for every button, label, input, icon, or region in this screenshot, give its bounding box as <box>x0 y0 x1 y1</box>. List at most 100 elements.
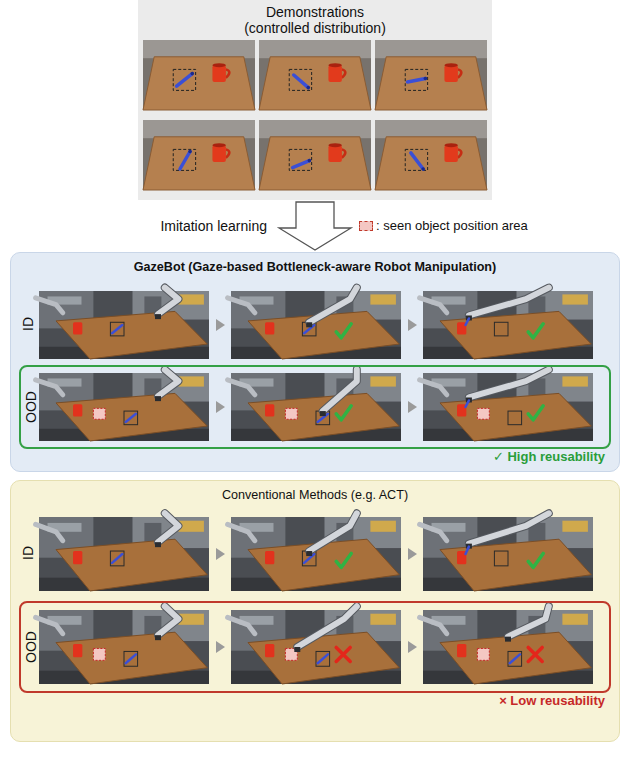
robot-arm-shadow <box>158 288 178 315</box>
object-square <box>494 551 508 566</box>
robot-arm <box>469 513 549 543</box>
shelf-box <box>562 376 588 386</box>
back-wall <box>259 120 371 138</box>
cup <box>265 551 274 564</box>
object-square <box>316 651 330 666</box>
target-square <box>289 149 311 170</box>
step-arrow <box>216 548 225 560</box>
panel-title: Demonstrations (controlled distribution) <box>239 0 391 36</box>
cup <box>265 404 274 416</box>
robot-arm-shadow <box>309 513 357 551</box>
object-square <box>316 411 330 425</box>
ood-group-box: OOD× Low reusability <box>19 601 611 693</box>
robot-arm <box>36 298 63 313</box>
robot-arm <box>420 524 447 540</box>
photo-strip <box>11 253 621 473</box>
cup-rim <box>444 63 457 67</box>
demo-photo <box>259 40 371 110</box>
pen-cap <box>308 159 312 163</box>
target-square <box>173 149 195 170</box>
cup <box>212 65 225 82</box>
demo-photo <box>143 120 255 190</box>
lab-background <box>423 610 593 684</box>
object-square <box>302 322 316 336</box>
pen <box>112 554 122 563</box>
robot-arm-shadow <box>158 606 178 635</box>
robot-arm-shadow <box>297 606 357 647</box>
back-wall <box>143 40 255 58</box>
robot-arm <box>469 370 549 398</box>
robot-arm <box>228 298 255 313</box>
shelf-box <box>370 294 396 304</box>
lab-background <box>231 291 401 359</box>
success-check <box>528 406 543 420</box>
floor <box>143 40 255 110</box>
cup-rim <box>328 63 341 67</box>
target-square <box>173 69 195 90</box>
table-top <box>375 137 487 190</box>
robot-arm <box>228 380 255 395</box>
cup <box>328 65 341 82</box>
robot-arm <box>309 288 357 323</box>
robot-arm <box>420 380 447 395</box>
step-arrow <box>408 319 417 331</box>
robot-arm <box>508 606 549 636</box>
step-arrow <box>408 641 417 653</box>
success-check <box>336 324 351 338</box>
pen <box>294 75 309 88</box>
row-label: ID <box>21 317 35 331</box>
cup <box>457 644 466 657</box>
failure-cross <box>528 647 542 661</box>
gripper <box>306 322 312 327</box>
pen-cap <box>188 150 192 154</box>
pen <box>411 153 423 169</box>
table-top <box>259 137 371 190</box>
demonstration-panel: Demonstrations (controlled distribution) <box>138 0 492 200</box>
robot-photo <box>36 370 209 441</box>
robot-arm <box>228 524 255 540</box>
gripper <box>320 411 326 416</box>
cup-rim <box>328 143 341 147</box>
robot-photo <box>36 513 209 591</box>
demo-photo <box>375 40 487 110</box>
seen-area <box>93 648 105 660</box>
target-square <box>289 69 311 90</box>
gripper <box>155 396 161 401</box>
robot-arm-shadow <box>309 288 357 323</box>
cup-handle <box>458 69 462 77</box>
row-label: OOD <box>24 391 38 423</box>
object-square <box>494 322 508 336</box>
object-square <box>110 322 124 336</box>
shelf-box <box>370 614 396 625</box>
robot-arm-shadow <box>469 370 549 398</box>
legend-entry: : seen object position area <box>359 218 528 234</box>
cup <box>212 145 225 162</box>
table-top <box>440 632 591 684</box>
cup-handle <box>458 149 462 157</box>
object-square <box>508 411 522 425</box>
object-square <box>110 551 124 566</box>
robot-photo <box>228 606 401 684</box>
shelf-box <box>562 521 588 532</box>
robot-photo <box>228 370 401 441</box>
table-top <box>259 57 371 110</box>
lab-background <box>231 373 401 441</box>
table-top <box>440 393 591 441</box>
table-top <box>56 311 207 359</box>
pen <box>112 325 122 333</box>
method-panel: OOD✓ High reusabilityGazeBot (Gaze-based… <box>10 252 620 472</box>
table-top <box>375 57 487 110</box>
pen <box>180 152 190 170</box>
pen <box>466 400 469 407</box>
floor <box>143 120 255 190</box>
pen <box>466 547 469 554</box>
result-label: ✓ High reusability <box>493 449 605 465</box>
table-top <box>248 632 399 684</box>
cup <box>73 551 82 564</box>
robot-arm-shadow <box>469 513 549 543</box>
floor <box>375 40 487 110</box>
seen-area <box>93 408 105 419</box>
robot-photo <box>228 513 401 591</box>
shelf-box <box>370 521 396 532</box>
lab-background <box>39 610 209 684</box>
